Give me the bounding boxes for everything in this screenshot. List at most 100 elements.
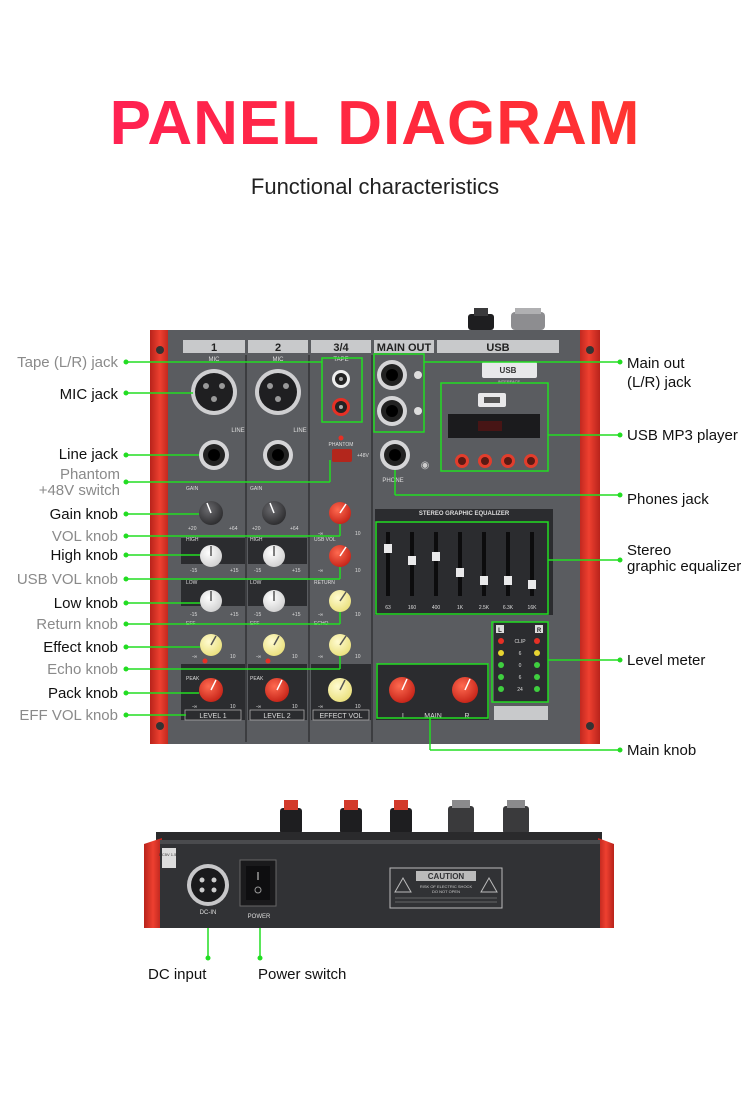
- high-knob-1[interactable]: [200, 545, 222, 567]
- label-phantom: Phantom: [59, 466, 120, 483]
- label-dc-input: DC input: [148, 966, 207, 983]
- label-echo-knob: Echo knob: [47, 661, 118, 678]
- warning-icon: [394, 876, 412, 893]
- line-jack-1[interactable]: [199, 440, 229, 470]
- high-knob-2[interactable]: [263, 545, 285, 567]
- echo-knob[interactable]: [329, 634, 351, 656]
- level-1-label: LEVEL 1: [199, 713, 226, 720]
- main-l-label: L: [402, 713, 406, 720]
- eff-scale-max-1: 10: [230, 654, 236, 660]
- label-effect-knob: Effect knob: [43, 639, 118, 656]
- eq-slider-400[interactable]: [432, 552, 440, 561]
- effect-vol-label: EFFECT VOL: [319, 713, 362, 720]
- eq-band-label: 160: [408, 605, 417, 611]
- label-usb-mp3-player: USB MP3 player: [627, 427, 738, 444]
- level-scale-min-2: -∞: [256, 704, 262, 710]
- mic-label-2: MIC: [273, 357, 285, 363]
- label-stereo: Stereo: [627, 542, 672, 559]
- low-knob-2[interactable]: [263, 590, 285, 612]
- eq-slider-2.5k[interactable]: [480, 576, 488, 585]
- meter-level-24: 24: [517, 687, 523, 693]
- headphones-icon: ◉: [421, 460, 430, 471]
- label-mic-jack: MIC jack: [59, 386, 118, 403]
- label-gain-knob: Gain knob: [49, 506, 118, 523]
- main-label: MAIN: [424, 713, 442, 720]
- usb-vol-scale-max: 10: [355, 568, 361, 574]
- callout-lines: [126, 353, 620, 958]
- eff-scale-min-1: -∞: [192, 654, 198, 660]
- effect-knob-1[interactable]: [200, 634, 222, 656]
- peak-led-2: [265, 658, 271, 664]
- vol-scale-max: 10: [355, 531, 361, 537]
- meter-level-6b: 6: [519, 675, 522, 681]
- usb-vol-label: USB VOL: [314, 537, 336, 543]
- vol-knob-34[interactable]: [329, 502, 351, 524]
- usb-logo: USB: [482, 362, 537, 378]
- low-label-2: LOW: [250, 580, 262, 586]
- header-ch2: 2: [275, 342, 281, 354]
- caution-line1: RISK OF ELECTRIC SHOCK: [420, 884, 473, 889]
- phones-jack[interactable]: [380, 440, 410, 470]
- label-power-switch: Power switch: [258, 966, 347, 983]
- mic-label-1: MIC: [209, 357, 221, 363]
- top-connectors: [468, 308, 545, 330]
- shock-warning-icon: [480, 876, 498, 893]
- level-2-label: LEVEL 2: [263, 713, 290, 720]
- eff-scale-min-2: -∞: [256, 654, 262, 660]
- main-out-jack-r[interactable]: [377, 396, 407, 426]
- header-usb: USB: [486, 342, 509, 354]
- high-scale-max-2: +15: [292, 568, 301, 574]
- eq-band-label: 2.5K: [479, 605, 490, 611]
- eq-slider-6.3k[interactable]: [504, 576, 512, 585]
- line-label-1: LINE: [231, 428, 244, 434]
- level-knob-1[interactable]: [199, 678, 223, 702]
- caution-label: [389, 867, 503, 909]
- phantom-label: PHANTOM: [329, 442, 354, 448]
- main-knob-l[interactable]: [389, 677, 415, 703]
- header-ch34: 3/4: [333, 342, 349, 354]
- main-out-jack-l[interactable]: [377, 360, 407, 390]
- low-label-1: LOW: [186, 580, 198, 586]
- usb-logo-text: USB: [500, 366, 517, 375]
- eq-band-label: 63: [385, 605, 391, 611]
- voltage-tag: DC5V 1.5A: [159, 852, 179, 857]
- effect-vol-knob[interactable]: [328, 678, 352, 702]
- label-return-knob: Return knob: [36, 616, 118, 633]
- meter-clip-label: CLIP: [514, 639, 526, 645]
- dc-input-jack[interactable]: [187, 864, 229, 906]
- peak-label-1: PEAK: [186, 676, 200, 682]
- label-main-knob: Main knob: [627, 742, 697, 759]
- line-label-2: LINE: [293, 428, 306, 434]
- tape-jack-l[interactable]: [332, 370, 350, 388]
- eq-band-label: 6.3K: [503, 605, 514, 611]
- gain-knob-2[interactable]: [262, 501, 286, 525]
- label-pack-knob: Pack knob: [47, 685, 118, 702]
- mic-jack-1[interactable]: [191, 369, 237, 415]
- mic-jack-2[interactable]: [255, 369, 301, 415]
- eq-slider-63[interactable]: [384, 544, 392, 553]
- eq-slider-1k[interactable]: [456, 568, 464, 577]
- effect-knob-2[interactable]: [263, 634, 285, 656]
- phantom-switch[interactable]: [332, 449, 352, 462]
- high-scale-min-2: -15: [254, 568, 261, 574]
- gain-knob-1[interactable]: [199, 501, 223, 525]
- peak-label-2: PEAK: [250, 676, 264, 682]
- tape-jack-r[interactable]: [332, 398, 350, 416]
- echo-scale-max: 10: [355, 654, 361, 660]
- return-knob[interactable]: [329, 590, 351, 612]
- eq-title: STEREO GRAPHIC EQUALIZER: [419, 511, 510, 517]
- eq-slider-16k[interactable]: [528, 580, 536, 589]
- header-main-out: MAIN OUT: [377, 342, 432, 354]
- eq-slider-160[interactable]: [408, 556, 416, 565]
- echo-scale-min: -∞: [318, 654, 324, 660]
- level-knob-2[interactable]: [265, 678, 289, 702]
- line-jack-2[interactable]: [263, 440, 293, 470]
- left-side-plate: [150, 330, 170, 744]
- low-knob-1[interactable]: [200, 590, 222, 612]
- label-phantom-switch: +48V switch: [38, 482, 120, 499]
- label-graphic-equalizer: graphic equalizer: [627, 558, 742, 575]
- power-switch[interactable]: [239, 859, 277, 907]
- main-knob-r[interactable]: [452, 677, 478, 703]
- label-main-out: Main out: [627, 355, 685, 372]
- usb-vol-knob[interactable]: [329, 545, 351, 567]
